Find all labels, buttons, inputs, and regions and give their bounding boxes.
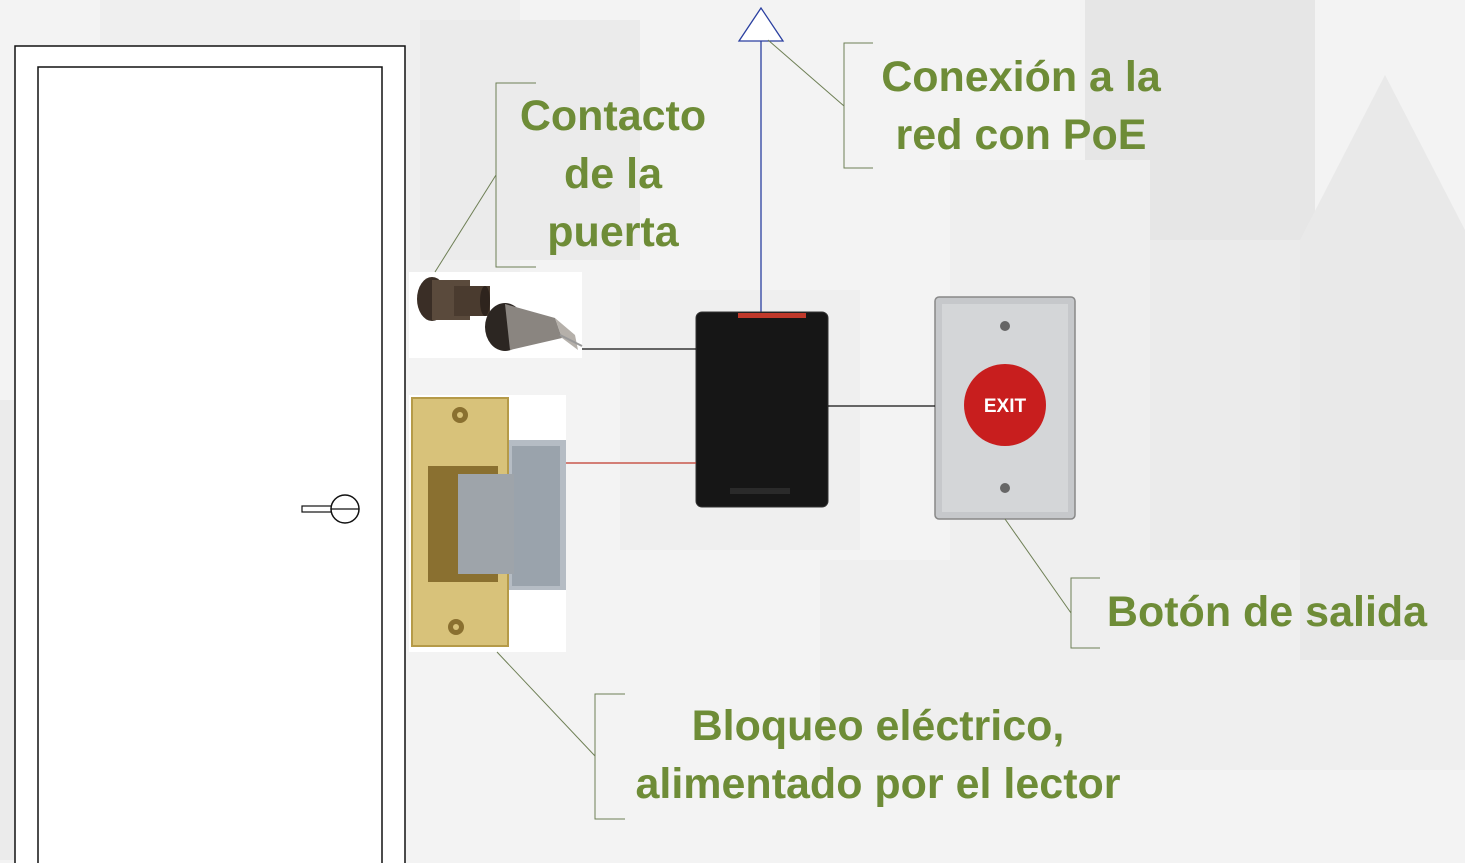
- contact-callout-pointer: [434, 174, 497, 273]
- exit-callout-pointer: [1004, 518, 1072, 614]
- electric-strike-icon: [409, 395, 566, 652]
- door-contact-label-line: Contacto: [519, 92, 707, 140]
- network-callout-pointer: [767, 39, 845, 107]
- network-label-line: red con PoE: [895, 111, 1147, 159]
- door-contact-label-line: puerta: [547, 208, 679, 256]
- exit-button-face-text: EXIT: [984, 396, 1027, 417]
- background-block: [420, 20, 640, 260]
- door-contact-sensor-icon: [409, 272, 583, 358]
- door-icon: [14, 45, 406, 863]
- network-label-line: Conexión a la: [881, 53, 1161, 101]
- strike-callout-pointer: [496, 651, 596, 757]
- electric-strike-label: Bloqueo eléctrico, alimentado por el lec…: [600, 697, 1156, 813]
- exit-button-label: Botón de salida: [1106, 588, 1428, 636]
- network-label: Conexión a la red con PoE: [858, 48, 1184, 164]
- door-contact-label: Contacto de la puerta: [505, 87, 721, 261]
- background-shape: [1300, 75, 1465, 660]
- exit-button-icon: [934, 296, 1076, 520]
- electric-strike-label-line: alimentado por el lector: [635, 760, 1121, 808]
- network-arrow-icon: [737, 6, 785, 42]
- strike-callout-bracket: [594, 693, 625, 820]
- door-handle-icon: [301, 494, 360, 524]
- card-reader-icon: [695, 311, 829, 508]
- door-contact-label-line: de la: [564, 150, 662, 198]
- electric-strike-label-line: Bloqueo eléctrico,: [691, 702, 1065, 750]
